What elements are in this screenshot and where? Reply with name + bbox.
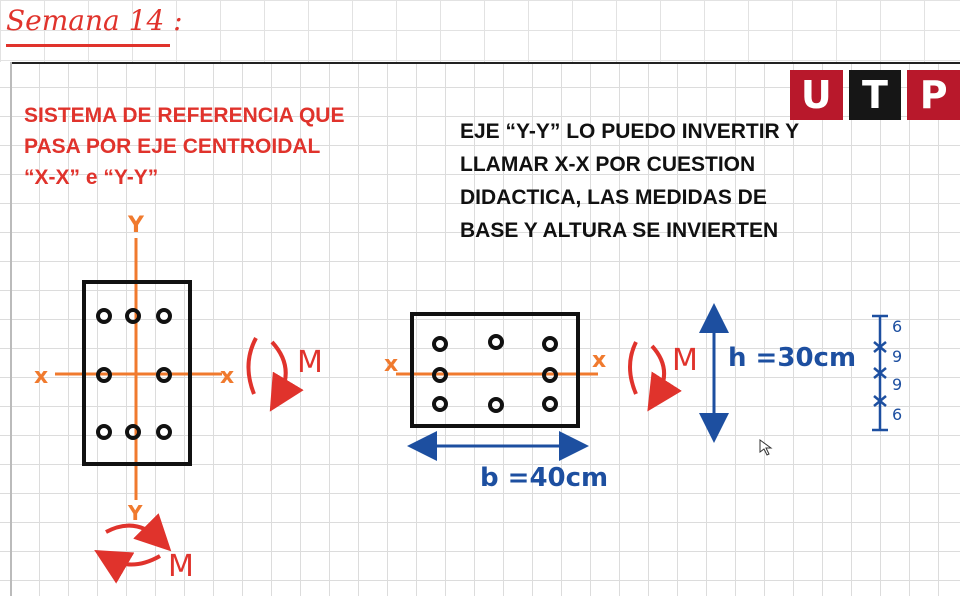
moment-arc	[628, 341, 638, 395]
moment-arc	[94, 549, 161, 584]
column-section	[82, 280, 192, 466]
rebar-circle	[125, 424, 141, 440]
axis-label-x-left: x	[384, 352, 398, 377]
moment-arc	[246, 337, 258, 395]
logo-letter-p: P	[907, 70, 960, 120]
rebar-circle	[542, 336, 558, 352]
moment-arc	[105, 513, 172, 552]
moment-label: M	[168, 549, 194, 584]
right-section-diagram: x x M h =30cm b =40cm 6 9 9 6	[384, 303, 902, 493]
axis-label-x-right: x	[592, 348, 606, 373]
spacing-label: 9	[892, 347, 902, 366]
axis-label-x-left: x	[34, 364, 48, 389]
mouse-cursor-icon	[759, 439, 773, 456]
note-line: SISTEMA DE REFERENCIA QUE	[24, 104, 345, 127]
rebar-group	[96, 308, 172, 440]
note-line: EJE “Y-Y” LO PUEDO INVERTIR Y	[460, 120, 800, 143]
left-section-diagram: Y Y x x M M	[34, 213, 323, 584]
base-label: b =40cm	[480, 463, 608, 493]
note-line: DIDACTICA, LAS MEDIDAS DE	[460, 186, 767, 209]
spacing-dimension	[872, 314, 888, 432]
rebar-circle	[156, 367, 172, 383]
rebar-circle	[156, 424, 172, 440]
logo-letter-u: U	[790, 70, 843, 120]
rebar-group	[432, 334, 558, 413]
utp-logo: U T P	[790, 70, 960, 120]
axis-label-y-bottom: Y	[127, 501, 143, 525]
rebar-circle	[488, 397, 504, 413]
note-line: “X-X” e “Y-Y”	[24, 166, 159, 189]
logo-letter-t: T	[848, 70, 902, 120]
rebar-circle	[542, 367, 558, 383]
rebar-circle	[96, 367, 112, 383]
header-band	[0, 0, 960, 62]
rebar-circle	[96, 424, 112, 440]
moment-arc	[647, 344, 682, 412]
week-title: Semana 14 :	[6, 4, 183, 37]
rebar-circle	[542, 396, 558, 412]
rebar-circle	[488, 334, 504, 350]
margin-rule	[10, 62, 12, 596]
rebar-circle	[432, 367, 448, 383]
rebar-circle	[125, 308, 141, 324]
note-line: BASE Y ALTURA SE INVIERTEN	[460, 219, 779, 242]
spacing-label: 6	[892, 405, 902, 424]
beam-section	[410, 312, 580, 428]
reference-system-note: SISTEMA DE REFERENCIA QUE PASA POR EJE C…	[24, 100, 384, 193]
rebar-circle	[432, 396, 448, 412]
spacing-label: 9	[892, 375, 902, 394]
rebar-circle	[432, 336, 448, 352]
note-line: PASA POR EJE CENTROIDAL	[24, 135, 321, 158]
axis-label-y-top: Y	[127, 213, 145, 238]
spacing-label: 6	[892, 317, 902, 336]
title-underline	[6, 44, 170, 47]
rebar-circle	[96, 308, 112, 324]
moment-label: M	[297, 345, 323, 380]
note-line: LLAMAR X-X POR CUESTION	[460, 153, 756, 176]
rebar-circle	[156, 308, 172, 324]
moment-label: M	[672, 343, 698, 378]
axis-invert-note: EJE “Y-Y” LO PUEDO INVERTIR Y LLAMAR X-X…	[460, 115, 840, 247]
axis-label-x-right: x	[220, 364, 234, 389]
moment-arc	[269, 340, 304, 412]
height-label: h =30cm	[728, 343, 856, 373]
header-rule	[10, 62, 960, 64]
